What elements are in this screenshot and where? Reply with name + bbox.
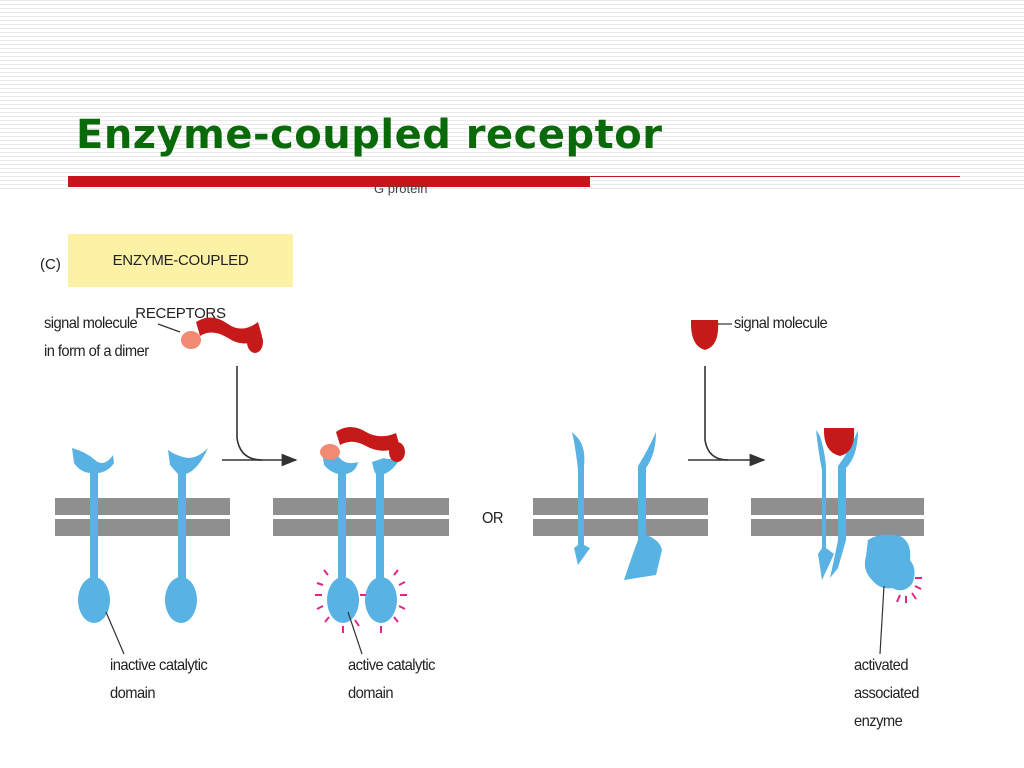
membrane-1 [55,498,230,536]
slide-title: Enzyme-coupled receptor [76,112,663,158]
binding-arrow-left [222,366,298,467]
bound-receptor-complex [816,430,858,580]
label-signal-molecule: signal molecule [734,315,828,332]
label-inactive-domain: inactive catalytic domain [110,652,208,708]
associated-enzyme [864,534,915,591]
signal-molecule-cup [690,320,719,350]
activity-rays-left [315,569,366,633]
membrane-2 [273,498,449,536]
membrane-4 [751,498,924,536]
enzyme-activity-rays [896,577,922,603]
receptor-half-right [624,432,662,580]
label-active-line1: active catalytic [348,657,435,674]
active-receptor-right [365,450,404,623]
label-inactive-line1: inactive catalytic [110,657,208,674]
title-underline-line [590,176,960,177]
label-active-line2: domain [348,685,394,702]
dimer-signal-molecule [181,317,263,353]
label-active-domain: active catalytic domain [348,652,435,708]
inactive-receptor-right [165,448,208,623]
activity-rays-right [380,569,407,633]
separator-or: OR [482,510,504,527]
label-signal-dimer-line1: signal molecule [44,315,138,332]
binding-arrow-right [688,366,766,467]
panel-letter: (C) [40,256,61,273]
label-signal-dimer: signal molecule in form of a dimer [44,310,149,366]
label-inactive-line2: domain [110,685,156,702]
label-activated-enzyme: activated associated enzyme [854,652,919,736]
background-stripes [0,0,1024,190]
label-activated-line2: associated [854,685,919,702]
cutoff-caption: G protein [374,185,428,196]
bound-signal-cup [823,428,855,456]
active-receptor-left [322,450,359,623]
leader-lines [105,323,885,655]
inactive-receptor-left [72,448,114,623]
label-activated-line1: activated [854,657,908,674]
receptor-half-left [572,432,590,565]
bound-dimer-signal [320,427,405,462]
membrane-3 [533,498,708,536]
title-underline-bar [68,176,590,187]
label-activated-line3: enzyme [854,713,903,730]
panel-label: ENZYME-COUPLED RECEPTORS [68,234,293,322]
label-signal-dimer-line2: in form of a dimer [44,343,149,360]
